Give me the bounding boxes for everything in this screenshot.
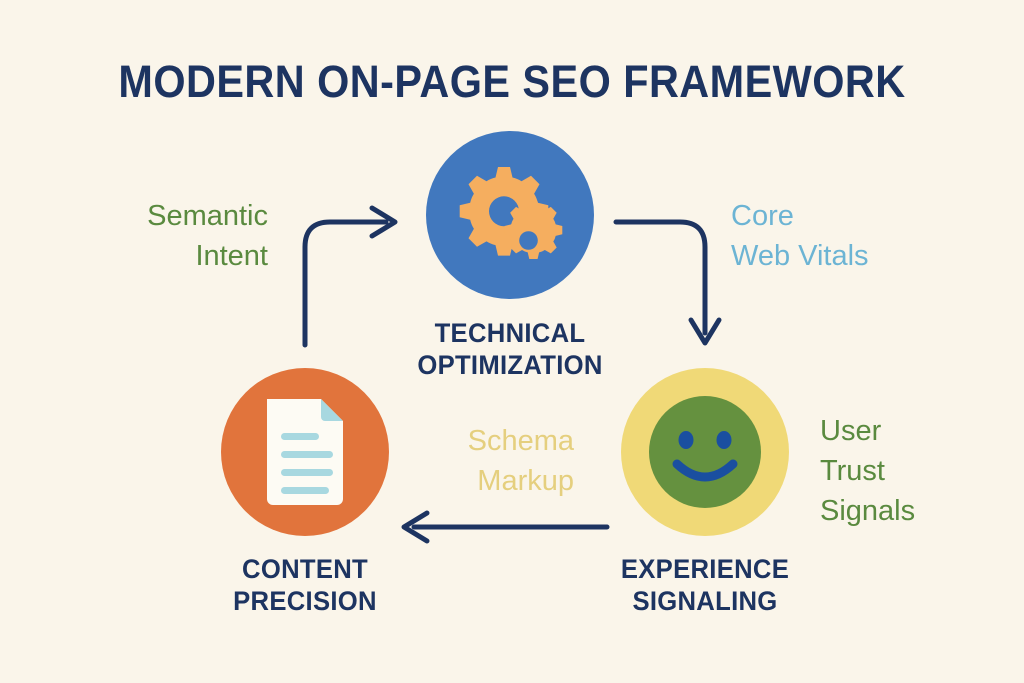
- edge-label-core-web-vitals: Core Web Vitals: [731, 196, 981, 276]
- edge-label-line-1: Core: [731, 200, 794, 232]
- node-technical-optimization[interactable]: [426, 131, 594, 299]
- edge-label-line-1: Semantic: [147, 200, 268, 232]
- node-experience-signaling[interactable]: [621, 368, 789, 536]
- node-label-technical-optimization: TECHNICAL OPTIMIZATION: [368, 318, 653, 381]
- edge-label-user-trust-signals: User Trust Signals: [820, 411, 1010, 531]
- edge-label-line-2: Intent: [195, 240, 268, 273]
- edge-label-line-1: User: [820, 415, 882, 447]
- edge-label-schema-markup: Schema Markup: [350, 421, 574, 501]
- node-label-line-1: TECHNICAL: [434, 318, 586, 348]
- node-label-line-2: SIGNALING: [632, 585, 778, 616]
- edge-label-line-3: Signals: [820, 495, 916, 528]
- smiley-face-icon: [649, 396, 761, 508]
- node-label-line-1: EXPERIENCE: [620, 554, 790, 584]
- document-icon: [267, 399, 343, 505]
- gears-icon: [459, 167, 563, 260]
- node-label-line-1: CONTENT: [242, 554, 368, 584]
- node-label-content-precision: CONTENT PRECISION: [163, 554, 448, 617]
- edge-label-line-1: Schema: [467, 425, 574, 457]
- edge-label-line-2: Markup: [477, 465, 574, 498]
- node-content-precision[interactable]: [221, 368, 389, 536]
- edge-label-line-2: Web Vitals: [731, 240, 869, 273]
- page-title: MODERN ON-PAGE SEO FRAMEWORK: [118, 56, 906, 107]
- node-label-line-2: OPTIMIZATION: [417, 349, 603, 380]
- arrow-experience-to-content: [401, 510, 610, 544]
- node-label-experience-signaling: EXPERIENCE SIGNALING: [563, 554, 848, 617]
- edge-label-line-2: Trust: [820, 455, 885, 488]
- edge-label-semantic-intent: Semantic Intent: [60, 196, 268, 276]
- node-label-line-2: PRECISION: [233, 585, 377, 616]
